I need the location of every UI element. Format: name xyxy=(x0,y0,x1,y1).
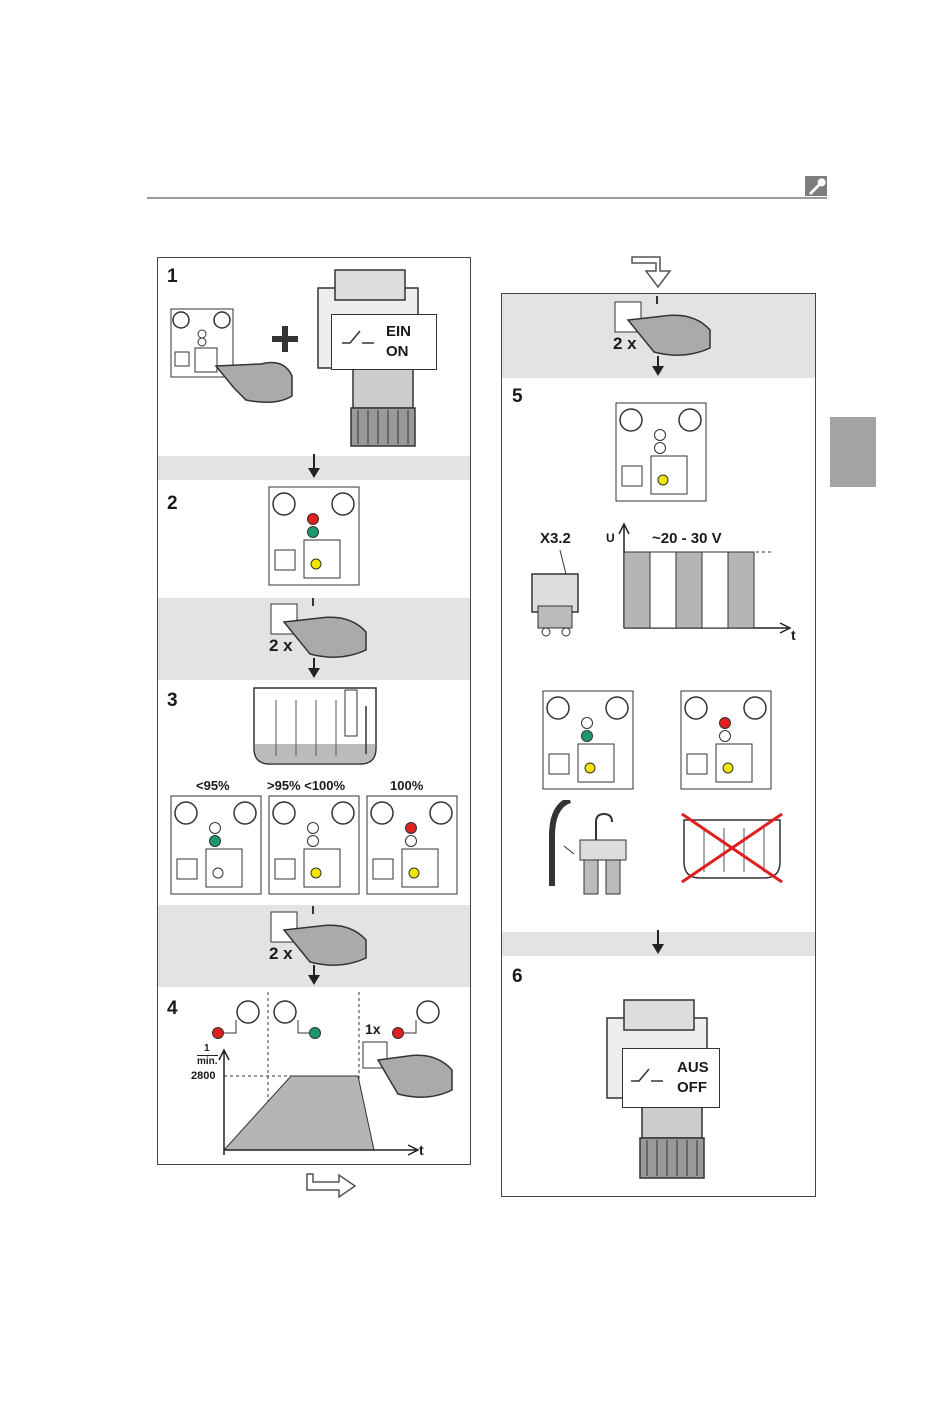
arrow-down-icon xyxy=(306,658,322,680)
axis-unit-num: 1 xyxy=(204,1043,210,1054)
refill-icon xyxy=(540,800,640,900)
cross-icon xyxy=(678,810,786,886)
control-panel-icon xyxy=(542,690,634,790)
connector-label: X3.2 xyxy=(540,530,571,547)
axis-t-label: t xyxy=(791,627,796,643)
arrow-down-icon xyxy=(306,454,322,480)
switch-off-de: AUS xyxy=(677,1059,709,1076)
control-panel-icon xyxy=(366,795,458,895)
continue-arrow-icon xyxy=(630,255,680,291)
control-panel-icon xyxy=(268,795,360,895)
continue-arrow-icon xyxy=(305,1172,357,1198)
press-count: 2 x xyxy=(269,944,293,964)
tank-level-icon xyxy=(250,686,380,770)
control-panel-icon xyxy=(268,486,360,586)
axis-speed-value: 2800 xyxy=(191,1070,215,1082)
control-panel-icon xyxy=(615,402,707,502)
axis-unit-den: min. xyxy=(197,1055,218,1067)
switch-off-en: OFF xyxy=(677,1079,707,1096)
press-once: 1x xyxy=(365,1021,381,1037)
step-number: 5 xyxy=(512,386,523,408)
axis-t-label: t xyxy=(419,1142,424,1158)
level-label: >95% <100% xyxy=(267,778,345,793)
section-tab xyxy=(830,417,876,487)
step-number: 1 xyxy=(167,266,178,288)
voltage-pulse-graph xyxy=(602,520,802,644)
switch-on-de: EIN xyxy=(386,323,411,340)
power-switch: EIN ON xyxy=(331,314,437,370)
wrench-icon xyxy=(805,176,827,196)
header-rule xyxy=(147,197,827,199)
step-number: 2 xyxy=(167,493,178,515)
plus-icon xyxy=(270,324,300,354)
control-panel-icon xyxy=(170,795,262,895)
arrow-down-icon xyxy=(650,930,666,956)
step-number: 6 xyxy=(512,966,523,988)
press-count: 2 x xyxy=(613,334,637,354)
level-label: 100% xyxy=(390,778,423,793)
switch-icon xyxy=(627,1059,667,1099)
press-count: 2 x xyxy=(269,636,293,656)
right-column: 2 x 5 X3.2 U ~20 - 30 V t xyxy=(501,293,816,1197)
switch-on-en: ON xyxy=(386,343,409,360)
arrow-down-icon xyxy=(306,965,322,987)
left-column: 1 EIN ON 2 xyxy=(157,257,471,1165)
step-number: 3 xyxy=(167,690,178,712)
level-label: <95% xyxy=(196,778,230,793)
switch-icon xyxy=(338,321,378,361)
connector-icon xyxy=(522,550,592,640)
control-panel-icon xyxy=(680,690,772,790)
arrow-down-icon xyxy=(650,356,666,378)
power-switch: AUS OFF xyxy=(622,1048,720,1108)
